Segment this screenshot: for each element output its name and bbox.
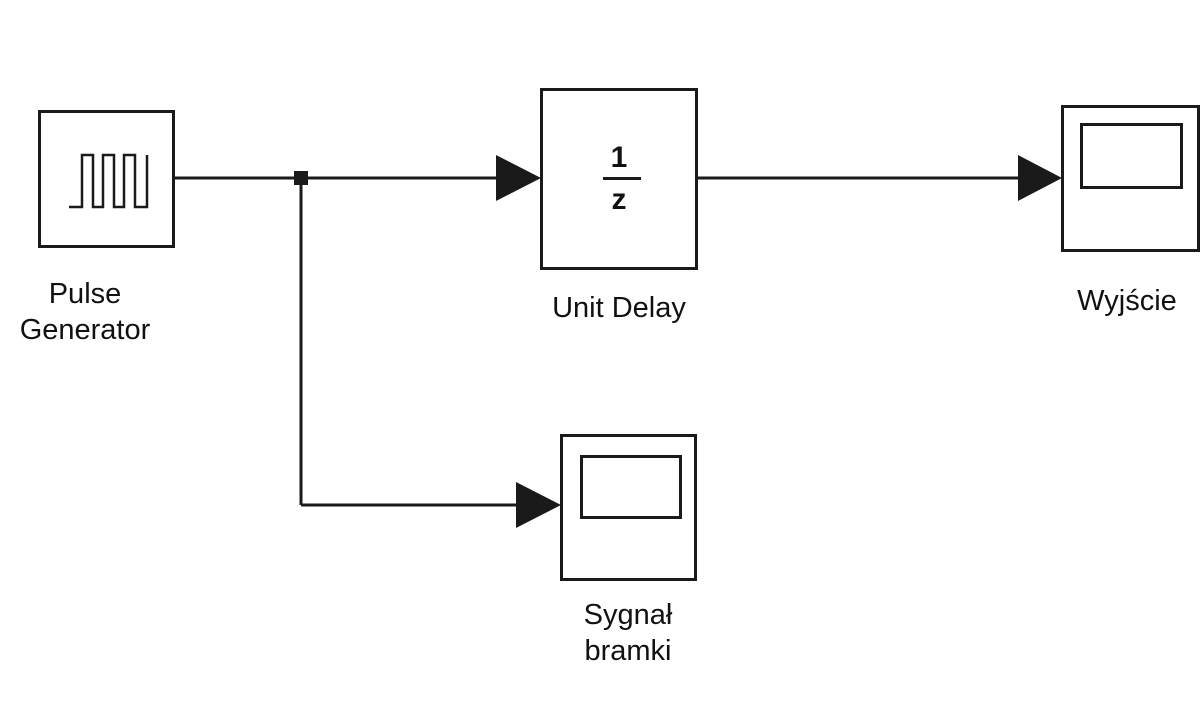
fraction-bar	[603, 177, 641, 180]
scope-gate-label-line2: bramki	[584, 635, 672, 667]
pulse-generator-label-line2: Generator	[19, 314, 151, 346]
transfer-numerator: 1	[610, 141, 628, 174]
scope-gate-label: Sygnał bramki	[548, 597, 708, 669]
arrow-into-unit-delay	[496, 155, 541, 201]
scope-output-label: Wyjście	[1077, 285, 1177, 317]
branch-point	[294, 171, 308, 185]
pulse-generator-block[interactable]	[38, 110, 175, 248]
pulse-generator-label-line1: Pulse	[48, 278, 122, 310]
scope-gate-block[interactable]	[560, 434, 697, 581]
arrow-into-gate-scope	[516, 482, 561, 528]
unit-delay-label: Unit Delay	[552, 292, 686, 324]
arrow-into-output-scope	[1018, 155, 1062, 201]
transfer-denominator: z	[611, 183, 627, 216]
scope-icon	[580, 455, 682, 519]
scope-output-block[interactable]	[1061, 105, 1200, 252]
unit-delay-block[interactable]: 1 z	[540, 88, 698, 270]
scope-icon	[1080, 123, 1183, 189]
scope-gate-label-line1: Sygnał	[583, 599, 673, 631]
pulse-generator-label: Pulse Generator	[0, 276, 170, 348]
square-wave-icon	[69, 153, 149, 209]
